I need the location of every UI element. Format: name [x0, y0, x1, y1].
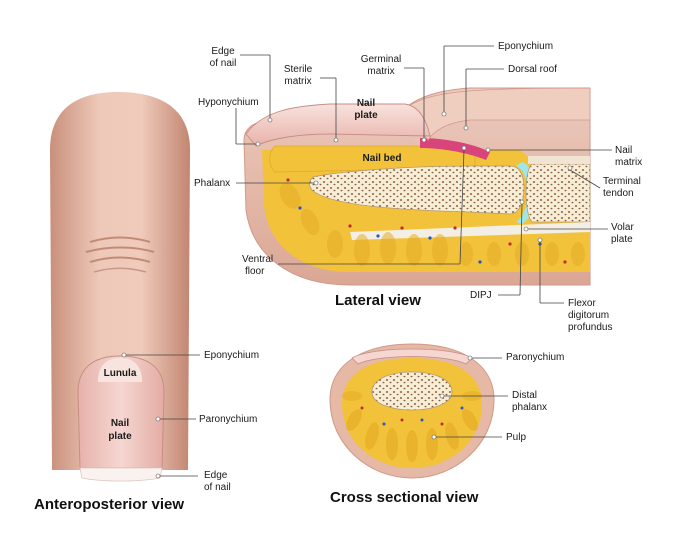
cross-pulp-label: Pulp	[506, 432, 526, 443]
cross-paronychium-label: Paronychium	[506, 352, 564, 363]
lat-ventral-floor-label-line1: Ventral	[242, 254, 273, 265]
ap-nail-plate-label-line1: Nail	[111, 418, 130, 429]
lat-nail-plate-label-line1: Nail	[357, 98, 376, 109]
ap-edge-marker	[155, 473, 161, 479]
lat-sterile-label-line1: Sterile	[284, 64, 313, 75]
ap-eponychium-marker	[121, 352, 127, 358]
cross-distal-label-line2: phalanx	[512, 402, 547, 413]
lat-dipj-label: DIPJ	[470, 290, 492, 301]
lat-nail-matrix-label-line1: Nail	[615, 145, 632, 156]
lat-eponychium-label: Eponychium	[498, 41, 553, 52]
cross-section	[329, 343, 495, 479]
lat-edge-label-line1: Edge	[211, 46, 235, 57]
lat-flexor-label-line3: profundus	[568, 322, 612, 333]
lat-volar-plate-label-line2: plate	[611, 234, 633, 245]
ap-eponychium-label: Eponychium	[204, 350, 259, 361]
lat-terminal-tendon-label-line1: Terminal	[603, 176, 641, 187]
lat-edge-label-line2: of nail	[210, 58, 237, 69]
ap-nail-plate-label-line2: plate	[108, 431, 132, 442]
lat-dorsal-roof-label: Dorsal roof	[508, 64, 557, 75]
lat-nail-bed-label: Nail bed	[363, 153, 402, 164]
lat-flexor-label-line1: Flexor	[568, 298, 596, 309]
lat-germinal-label-line2: matrix	[367, 66, 394, 77]
ap-edge-label-line1: Edge	[204, 470, 228, 481]
lat-ventral-floor-label-line2: floor	[245, 266, 265, 277]
lat-hyponychium-label: Hyponychium	[198, 97, 259, 108]
lat-volar-plate-label-line1: Volar	[611, 222, 634, 233]
ap-paronychium-label: Paronychium	[199, 414, 257, 425]
ap-lunula-label: Lunula	[104, 368, 137, 379]
cross-sectional-view-title: Cross sectional view	[330, 489, 479, 506]
cross-distal-label-line1: Distal	[512, 390, 537, 401]
lat-phalanx-label: Phalanx	[194, 178, 230, 189]
lat-nail-plate-label-line2: plate	[354, 110, 378, 121]
lat-sterile-label-line2: matrix	[284, 76, 311, 87]
lat-germinal-label-line1: Germinal	[361, 54, 402, 65]
lat-nail-matrix-label-line2: matrix	[615, 157, 642, 168]
lat-terminal-tendon-label-line2: tendon	[603, 188, 634, 199]
lateral-view-title: Lateral view	[335, 292, 421, 309]
lateral-finger	[243, 87, 591, 286]
anteroposterior-view-title: Anteroposterior view	[34, 496, 184, 513]
anteroposterior-finger	[50, 92, 190, 482]
ap-paronychium-marker	[155, 416, 161, 422]
ap-edge-label-line2: of nail	[204, 482, 231, 493]
lat-flexor-label-line2: digitorum	[568, 310, 609, 321]
